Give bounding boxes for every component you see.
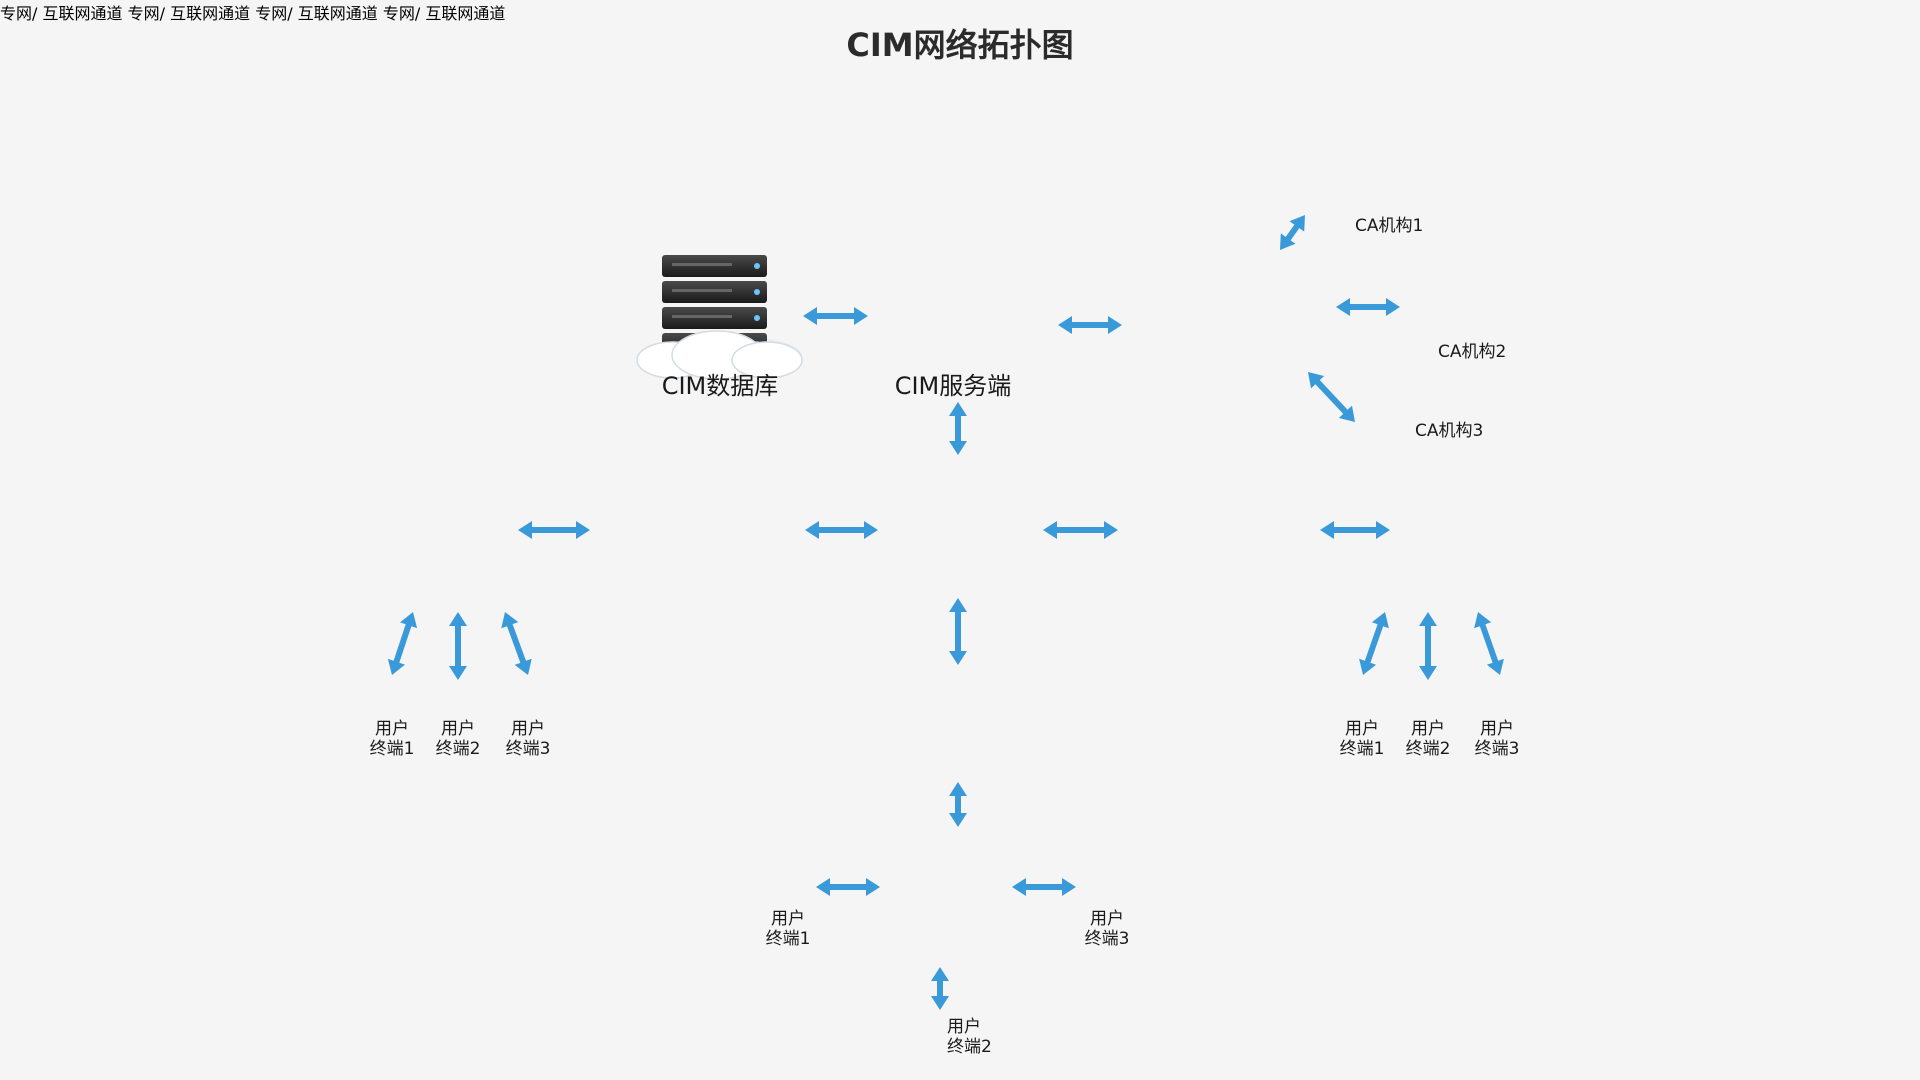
- arrow-server-cloud-tr: [1058, 316, 1122, 334]
- cloud-line2: 互联网通道: [170, 4, 251, 23]
- database-label: CIM数据库: [661, 372, 779, 400]
- right-terminal-2-label: 用户终端2: [1393, 719, 1463, 759]
- server-label: CIM服务端: [894, 372, 1012, 400]
- cloud-top-right: 专网/ 互联网通道: [0, 4, 128, 23]
- cloud-middle-left: 专网/ 互联网通道: [128, 4, 256, 23]
- arrow-cloud-bottomserver: [949, 782, 967, 827]
- arrow-security-cloud: [1043, 521, 1118, 539]
- ca1-label: CA机构1: [1355, 216, 1424, 236]
- cloud-line2: 互联网通道: [297, 4, 378, 23]
- arrow-left-t1: [387, 612, 418, 675]
- terminal-line2: 终端2: [435, 738, 481, 759]
- cloud-line2: 互联网通道: [425, 4, 506, 23]
- connection-arrows: [387, 215, 1504, 1010]
- terminal-line1: 用户: [1480, 719, 1514, 739]
- terminal-line1: 用户: [511, 719, 545, 739]
- arrow-bottom-t1: [816, 878, 880, 896]
- arrow-cloud-ca1: [1280, 215, 1305, 250]
- terminal-line1: 用户: [1090, 909, 1124, 929]
- arrow-bottom-t3: [1012, 878, 1076, 896]
- page-title: CIM网络拓扑图: [846, 26, 1074, 64]
- left-terminal-3-label: 用户终端3: [493, 719, 563, 759]
- database-icon: [636, 255, 803, 380]
- left-terminal-2-label: 用户终端2: [423, 719, 493, 759]
- cloud-line1: 专网/: [127, 4, 166, 23]
- left-terminal-1-label: 用户终端1: [357, 719, 427, 759]
- arrow-right-t3: [1474, 612, 1504, 675]
- arrow-bottom-t2: [931, 967, 949, 1010]
- arrow-right-t1: [1359, 612, 1389, 675]
- terminal-line1: 用户: [771, 909, 805, 929]
- arrow-cloud-ca2: [1336, 298, 1400, 316]
- terminal-line2: 终端1: [369, 738, 415, 759]
- arrow-server-security: [949, 402, 967, 455]
- terminal-line2: 终端3: [1474, 738, 1520, 759]
- cloud-middle-right: 专网/ 互联网通道: [255, 4, 383, 23]
- terminal-line1: 用户: [947, 1017, 981, 1037]
- cloud-line1: 专网/: [382, 4, 421, 23]
- right-terminal-1-label: 用户终端1: [1327, 719, 1397, 759]
- terminal-line2: 终端3: [505, 738, 551, 759]
- arrow-cloud-ca3: [1308, 372, 1355, 422]
- cloud-bottom: 专网/ 互联网通道: [383, 4, 506, 23]
- terminal-line2: 终端3: [1084, 928, 1130, 949]
- arrow-left-t2: [449, 612, 467, 680]
- cloud-line2: 互联网通道: [42, 4, 123, 23]
- terminal-line1: 用户: [1411, 719, 1445, 739]
- ca3-label: CA机构3: [1415, 421, 1484, 441]
- terminal-line2: 终端2: [947, 1036, 992, 1057]
- bottom-terminal-2-label: 用户终端2: [947, 1017, 1017, 1057]
- terminal-line2: 终端1: [1339, 738, 1385, 759]
- arrow-cloud-rightserver: [1320, 521, 1390, 539]
- bottom-terminal-3-label: 用户终端3: [1072, 909, 1142, 949]
- cloud-line1: 专网/: [255, 4, 293, 23]
- arrow-leftserver-cloud: [518, 521, 590, 539]
- arrow-left-t3: [501, 612, 532, 675]
- terminal-line2: 终端2: [1405, 738, 1451, 759]
- right-terminal-3-label: 用户终端3: [1462, 719, 1532, 759]
- ca2-label: CA机构2: [1438, 342, 1507, 362]
- arrow-security-cloud-bottom: [949, 598, 967, 665]
- arrow-right-t2: [1419, 612, 1437, 680]
- terminal-line2: 终端1: [765, 928, 811, 949]
- terminal-line1: 用户: [441, 719, 475, 739]
- bottom-terminal-1-label: 用户终端1: [753, 909, 823, 949]
- arrow-cloud-security: [805, 521, 878, 539]
- arrow-db-server: [803, 307, 868, 325]
- terminal-line1: 用户: [375, 719, 409, 739]
- cloud-line1: 专网/: [0, 4, 38, 23]
- terminal-line1: 用户: [1345, 719, 1379, 739]
